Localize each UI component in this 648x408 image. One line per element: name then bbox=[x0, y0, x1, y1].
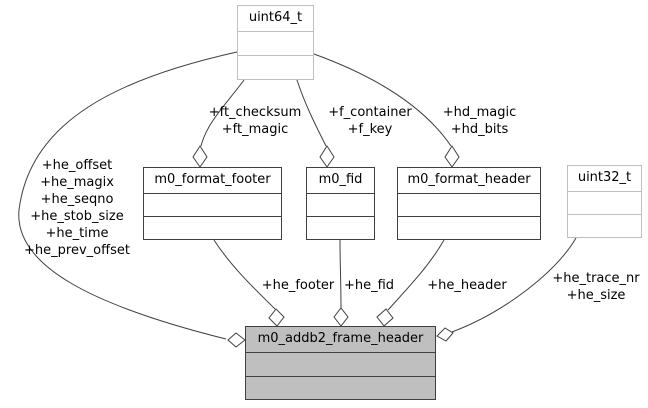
class-name: m0_fid bbox=[307, 168, 374, 194]
edge-label-line: +he_stob_size bbox=[30, 209, 124, 224]
aggregation-diamond bbox=[436, 327, 454, 342]
aggregation-diamond bbox=[444, 145, 460, 168]
edge-uint64-to-format-footer bbox=[200, 79, 245, 147]
class-node-m0-format-header[interactable]: m0_format_header bbox=[397, 167, 541, 240]
aggregation-diamond bbox=[192, 145, 208, 168]
edge-label-line: +he_prev_offset bbox=[24, 243, 130, 258]
class-compartment bbox=[144, 217, 281, 239]
class-compartment bbox=[568, 215, 641, 237]
edge-fid-to-frame-header bbox=[339, 239, 342, 309]
class-node-uint64-t: uint64_t bbox=[237, 5, 314, 80]
class-name: m0_format_header bbox=[398, 168, 540, 194]
class-name: uint64_t bbox=[238, 6, 313, 32]
edge-label-line: +f_container bbox=[328, 105, 412, 120]
aggregation-diamond bbox=[268, 308, 285, 327]
edge-label-he-trace: +he_trace_nr +he_size bbox=[546, 270, 646, 304]
edge-uint64-to-frame-header bbox=[18, 51, 238, 340]
edge-label-he-members: +he_offset +he_magix +he_seqno +he_stob_… bbox=[14, 157, 140, 259]
class-compartment bbox=[398, 194, 540, 217]
edge-label-f: +f_container +f_key bbox=[320, 104, 420, 138]
edge-footer-to-frame-header bbox=[213, 239, 276, 310]
edge-uint32-to-frame-header bbox=[451, 237, 577, 333]
class-name: m0_addb2_frame_header bbox=[246, 327, 435, 353]
edge-label-line: +he_trace_nr bbox=[552, 271, 640, 286]
aggregation-diamond bbox=[333, 307, 349, 327]
edge-label-line: +hd_magic bbox=[442, 105, 517, 120]
edge-uint64-to-format-header bbox=[313, 53, 452, 147]
edge-label-he-header: +he_header bbox=[427, 278, 507, 293]
aggregation-diamond bbox=[319, 145, 335, 168]
edge-label-line: +f_key bbox=[347, 122, 393, 137]
class-node-m0-fid[interactable]: m0_fid bbox=[306, 167, 375, 240]
class-compartment bbox=[238, 56, 313, 79]
edge-label-line: +he_offset bbox=[41, 158, 113, 173]
class-compartment bbox=[568, 192, 641, 215]
edge-header-to-frame-header bbox=[387, 239, 445, 311]
edge-label-line: +ft_magic bbox=[221, 122, 289, 137]
aggregation-diamond bbox=[376, 308, 394, 327]
edge-label-line: +he_size bbox=[566, 288, 626, 303]
class-name: m0_format_footer bbox=[144, 168, 281, 194]
edge-label-line: +he_magix bbox=[40, 175, 114, 190]
edge-label-line: +ft_checksum bbox=[208, 105, 302, 120]
edge-label-he-fid: +he_fid bbox=[343, 278, 395, 293]
class-compartment bbox=[238, 32, 313, 56]
class-name: uint32_t bbox=[568, 166, 641, 192]
class-compartment bbox=[307, 217, 374, 239]
class-compartment bbox=[307, 194, 374, 217]
edge-label-he-footer: +he_footer bbox=[261, 278, 335, 293]
class-compartment bbox=[144, 194, 281, 217]
class-node-m0-addb2-frame-header: m0_addb2_frame_header bbox=[245, 326, 436, 400]
edge-label-hd: +hd_magic +hd_bits bbox=[432, 104, 527, 138]
class-compartment bbox=[246, 353, 435, 377]
edge-label-line: +he_time bbox=[45, 226, 109, 241]
class-node-m0-format-footer[interactable]: m0_format_footer bbox=[143, 167, 282, 240]
class-compartment bbox=[246, 377, 435, 400]
class-compartment bbox=[398, 217, 540, 239]
aggregation-diamond bbox=[227, 332, 246, 348]
edge-label-line: +hd_bits bbox=[450, 122, 509, 137]
class-node-uint32-t: uint32_t bbox=[567, 165, 642, 238]
edge-label-line: +he_seqno bbox=[40, 192, 114, 207]
edge-label-ft: +ft_checksum +ft_magic bbox=[196, 104, 314, 138]
edge-uint64-to-fid bbox=[296, 79, 327, 147]
